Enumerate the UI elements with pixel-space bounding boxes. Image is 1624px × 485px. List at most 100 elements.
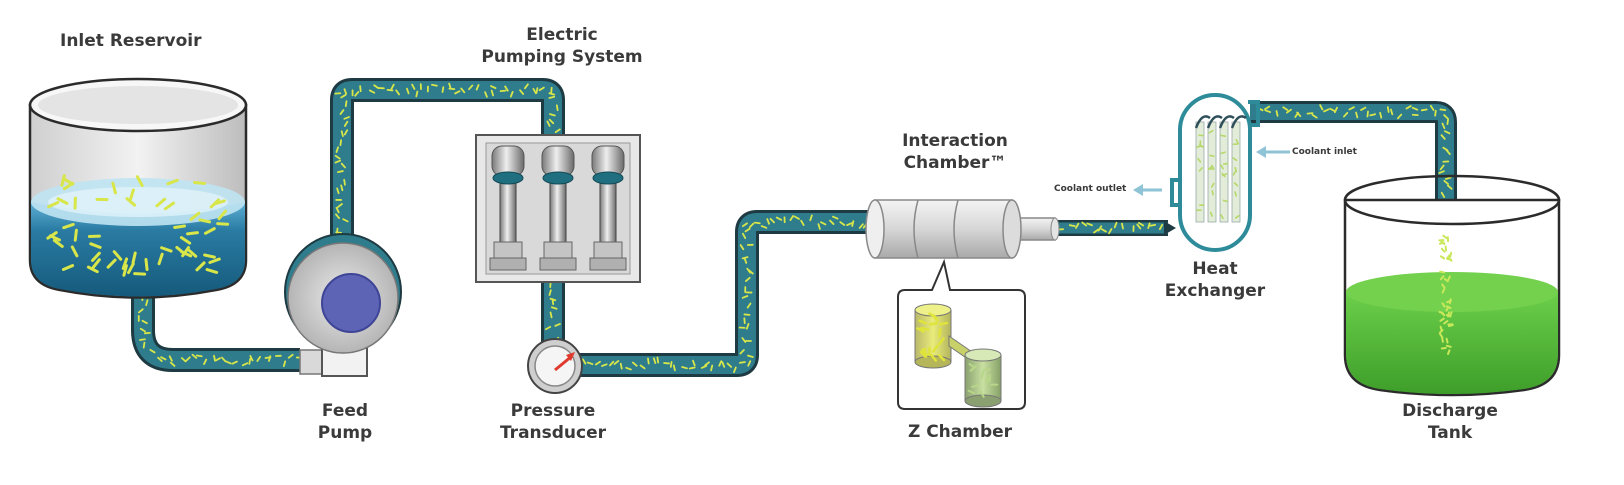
particle bbox=[131, 251, 137, 265]
particle bbox=[688, 366, 696, 370]
particle bbox=[256, 355, 261, 362]
particle bbox=[967, 389, 976, 395]
particle bbox=[343, 129, 349, 136]
label-interaction-chamber: Interaction Chamber™ bbox=[880, 130, 1030, 174]
particle bbox=[1208, 129, 1214, 134]
particle bbox=[62, 222, 75, 230]
particle bbox=[1449, 251, 1453, 258]
label-electric-line2: Pumping System bbox=[481, 47, 643, 67]
particle bbox=[704, 361, 710, 367]
particle bbox=[741, 337, 747, 343]
particle bbox=[213, 354, 216, 362]
label-feed-line2: Pump bbox=[317, 423, 373, 443]
pressure-transducer bbox=[527, 338, 583, 394]
exchanger-tubes bbox=[1194, 115, 1247, 223]
particle bbox=[1440, 134, 1446, 140]
particle bbox=[195, 354, 203, 358]
particle bbox=[142, 341, 146, 349]
particle bbox=[157, 252, 164, 266]
particle bbox=[700, 364, 708, 369]
coolant-inlet-port bbox=[1248, 100, 1260, 127]
particle bbox=[127, 262, 135, 275]
particle bbox=[1429, 104, 1435, 111]
z-chamber-callout bbox=[897, 258, 1026, 410]
particle bbox=[340, 130, 344, 137]
particle bbox=[692, 359, 696, 367]
particle bbox=[549, 113, 556, 117]
particle bbox=[733, 366, 737, 374]
particle bbox=[1158, 223, 1164, 231]
particle bbox=[160, 356, 167, 361]
particle bbox=[1136, 223, 1142, 230]
particle bbox=[1210, 182, 1215, 188]
particle bbox=[1209, 154, 1215, 158]
particle bbox=[248, 358, 252, 365]
particle bbox=[342, 218, 349, 223]
particle bbox=[335, 213, 341, 220]
particle bbox=[145, 299, 149, 307]
particle bbox=[490, 89, 494, 97]
label-pressure-line2: Transducer bbox=[499, 423, 607, 443]
particle bbox=[1366, 110, 1369, 118]
particle bbox=[141, 319, 148, 325]
particle bbox=[343, 120, 349, 127]
particle bbox=[1233, 182, 1239, 187]
particle bbox=[809, 214, 813, 222]
particle bbox=[47, 201, 60, 209]
particle bbox=[198, 218, 212, 224]
particle bbox=[173, 224, 187, 229]
particle bbox=[594, 360, 601, 366]
label-z-chamber: Z Chamber bbox=[907, 422, 1013, 442]
particle bbox=[1369, 113, 1377, 117]
label-feed-pump: Feed Pump bbox=[305, 400, 385, 444]
particle bbox=[938, 328, 942, 338]
particle bbox=[214, 357, 221, 362]
piston bbox=[489, 145, 527, 271]
particle bbox=[928, 321, 939, 326]
particle bbox=[970, 365, 977, 372]
particle bbox=[1319, 104, 1324, 111]
particle bbox=[335, 146, 339, 153]
particle bbox=[1441, 122, 1446, 130]
particle bbox=[386, 88, 394, 92]
particle bbox=[1445, 344, 1452, 348]
particle bbox=[1138, 221, 1145, 227]
particle bbox=[829, 219, 835, 225]
particle bbox=[1443, 114, 1449, 120]
particle bbox=[189, 211, 201, 221]
particle bbox=[205, 268, 219, 274]
particle bbox=[1439, 317, 1445, 322]
particle bbox=[225, 360, 232, 365]
particle bbox=[282, 360, 287, 368]
particle bbox=[1397, 113, 1403, 120]
particle bbox=[287, 353, 294, 359]
particle bbox=[448, 87, 456, 91]
particle bbox=[519, 89, 525, 95]
particle bbox=[475, 84, 480, 91]
particle bbox=[793, 215, 800, 220]
particle bbox=[632, 361, 638, 367]
particle bbox=[753, 221, 761, 225]
particle bbox=[221, 356, 227, 363]
particle bbox=[551, 298, 555, 306]
particle bbox=[652, 357, 657, 364]
particle bbox=[1348, 106, 1355, 111]
feed-pump-rotor bbox=[321, 273, 381, 333]
particle bbox=[1220, 151, 1226, 155]
tank-liquid bbox=[1346, 292, 1558, 394]
particle bbox=[339, 109, 345, 115]
particle bbox=[73, 228, 78, 242]
particle bbox=[548, 92, 556, 96]
particle bbox=[938, 321, 949, 326]
reservoir-particles bbox=[46, 174, 230, 277]
particle bbox=[535, 87, 539, 94]
particle bbox=[61, 264, 75, 271]
particle bbox=[1448, 298, 1452, 305]
particle bbox=[1221, 172, 1226, 178]
particle bbox=[555, 104, 559, 112]
particle bbox=[1438, 170, 1445, 174]
particle bbox=[769, 217, 775, 224]
particle bbox=[157, 356, 163, 362]
particle bbox=[647, 357, 650, 365]
